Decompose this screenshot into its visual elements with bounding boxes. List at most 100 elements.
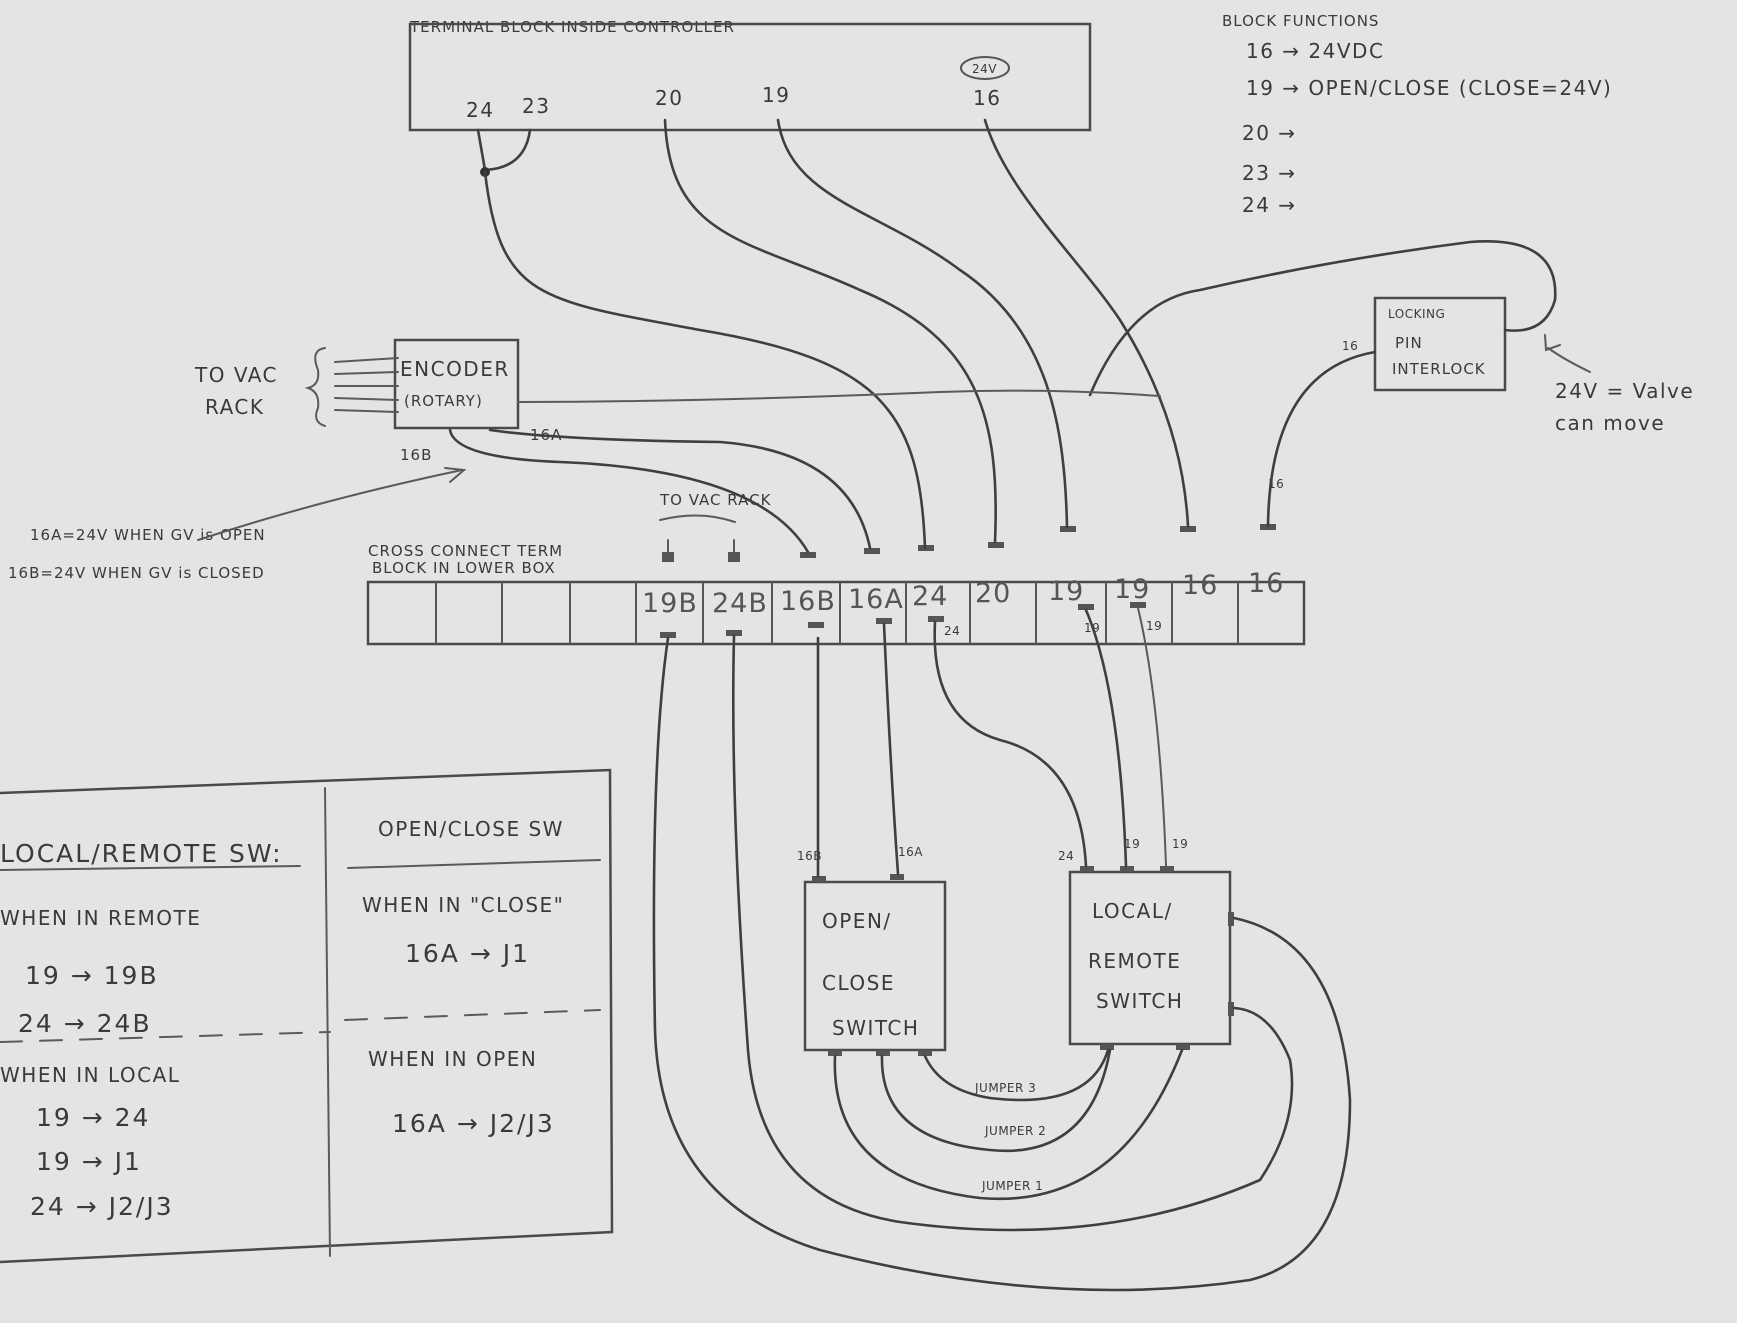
block-functions-note: BLOCK FUNCTIONS 16 → 24VDC 19 → OPEN/CLO…	[1222, 12, 1612, 217]
wire-interlock-loop	[1088, 240, 1557, 397]
wire-19a-to-local-remote	[1084, 608, 1128, 868]
local-remote-switch-outline	[1068, 870, 1232, 1046]
local-remote-switch-label-2: REMOTE	[1088, 949, 1181, 973]
controller-24v-badge-circle	[960, 56, 1010, 80]
gv-state-note: 16A=24V WHEN GV is OPEN 16B=24V WHEN GV …	[8, 467, 467, 582]
encoder-to-vac-rack-line1: TO VAC	[194, 363, 278, 387]
cross-connect-to-vac-rack: TO VAC RACK	[659, 491, 772, 509]
gv-note-line2: 16B=24V WHEN GV is CLOSED	[8, 564, 265, 582]
legend-local-header: WHEN IN LOCAL	[0, 1063, 180, 1087]
cross-connect-bottom-tabs	[660, 602, 1146, 638]
legend-local-line-2: 19 → J1	[36, 1147, 142, 1176]
terminal-tab	[928, 616, 944, 622]
cross-terminal-19b: 19B	[642, 588, 698, 619]
locking-pin-wire-label: 16	[1342, 339, 1358, 353]
switch-terminal	[828, 1050, 842, 1056]
encoder-brace	[304, 347, 326, 427]
wire-encoder-extra	[517, 389, 1161, 403]
encoder: ENCODER (ROTARY) TO VAC RACK 16A 16B	[194, 338, 561, 464]
controller-terminal-20: 20	[655, 86, 683, 110]
controller-block-title: TERMINAL BLOCK INSIDE CONTROLLER	[409, 18, 735, 36]
wire-16a-to-open-close	[882, 622, 900, 876]
terminal-tab	[662, 552, 674, 562]
legend-open-close-title: OPEN/CLOSE SW	[378, 817, 564, 841]
terminal-tab	[1078, 604, 1094, 610]
legend-outline	[0, 768, 614, 1264]
wire-vac-rack-stubs	[667, 539, 735, 553]
gv-note-arrow	[197, 469, 463, 541]
cross-terminal-19-a: 19	[1048, 576, 1084, 607]
wires	[448, 118, 1557, 1292]
jumper-labels: JUMPER 3 JUMPER 2 JUMPER 1	[974, 1081, 1046, 1193]
terminal-tab	[1180, 526, 1196, 532]
wire-interlock-16	[1266, 350, 1377, 528]
terminal-tab	[1130, 602, 1146, 608]
legend-remote-header: WHEN IN REMOTE	[0, 906, 201, 930]
legend-open-header: WHEN IN OPEN	[368, 1047, 537, 1071]
cross-under-label-24: 24	[944, 624, 960, 638]
switch-terminal	[812, 876, 826, 882]
block-function-line-20: 20 →	[1242, 121, 1297, 145]
local-remote-switch-label-1: LOCAL/	[1092, 899, 1173, 923]
legend-title-underline	[0, 865, 301, 871]
legend-open-close-dashed	[344, 1009, 601, 1021]
locking-pin-note-2: can move	[1555, 411, 1665, 435]
cross-terminal-16-b: 16	[1248, 568, 1284, 599]
wire-controller-24	[483, 170, 927, 550]
locking-pin-label-3: INTERLOCK	[1392, 360, 1486, 378]
cross-terminal-24b: 24B	[712, 588, 768, 619]
legend-local-remote-title: LOCAL/REMOTE SW:	[0, 839, 283, 868]
encoder-out-16b: 16B	[400, 446, 432, 464]
locking-pin-outline	[1373, 296, 1507, 392]
cross-connect-title-1: CROSS CONNECT TERM	[368, 542, 563, 560]
locking-pin-note-arrowhead	[1544, 334, 1561, 352]
terminal-tab	[726, 630, 742, 636]
gv-note-line1: 16A=24V WHEN GV is OPEN	[30, 526, 266, 544]
legend-divider	[324, 787, 331, 1257]
terminal-tab	[876, 618, 892, 624]
encoder-outline	[393, 338, 520, 430]
local-remote-in-19-b: 19	[1172, 837, 1188, 851]
cross-connect-cells	[435, 582, 1239, 644]
controller-terminal-block: TERMINAL BLOCK INSIDE CONTROLLER 24V 24 …	[408, 18, 1092, 132]
locking-pin-note-arrow	[1547, 347, 1591, 373]
local-remote-switch-label-3: SWITCH	[1096, 989, 1183, 1013]
cross-connect-top-tabs	[662, 524, 1276, 562]
to-vac-rack-brace	[659, 514, 736, 523]
jumper-2-label: JUMPER 2	[984, 1124, 1046, 1138]
switch-legend: LOCAL/REMOTE SW: WHEN IN REMOTE 19 → 19B…	[0, 768, 614, 1264]
legend-remote-line-1: 19 → 19B	[25, 961, 159, 990]
terminal-tab	[988, 542, 1004, 548]
wire-19b-loop	[652, 636, 1352, 1292]
open-close-switch-label-3: SWITCH	[832, 1016, 919, 1040]
locking-pin-label-1: LOCKING	[1388, 307, 1445, 321]
jumper-1-wire	[833, 1048, 1184, 1201]
switch-terminal	[1228, 1002, 1234, 1016]
switch-terminal	[918, 1050, 932, 1056]
open-close-switch-label-2: CLOSE	[822, 971, 895, 995]
jumper-2-wire	[880, 1048, 1112, 1153]
legend-remote-line-2: 24 → 24B	[18, 1009, 152, 1038]
cross-under-label-19-b: 19	[1146, 619, 1162, 633]
legend-open-close-underline	[347, 859, 601, 869]
wire-24-23-link	[476, 128, 532, 172]
controller-terminal-23: 23	[522, 94, 550, 118]
legend-dashed-separator	[0, 1031, 331, 1043]
wire-encoder-16a	[488, 428, 872, 550]
terminal-tab	[728, 552, 740, 562]
legend-close-line: 16A → J1	[405, 939, 530, 968]
wire-encoder-16b	[448, 428, 810, 554]
encoder-to-vac-rack-line2: RACK	[205, 395, 265, 419]
terminal-tab	[800, 552, 816, 558]
terminal-tab	[808, 622, 824, 628]
switch-terminal	[876, 1050, 890, 1056]
encoder-vac-rack-leads	[334, 357, 399, 413]
block-function-line-19: 19 → OPEN/CLOSE (CLOSE=24V)	[1246, 76, 1612, 100]
controller-terminal-24: 24	[466, 98, 494, 122]
controller-terminal-16: 16	[973, 86, 1001, 110]
cross-terminal-24: 24	[912, 581, 948, 612]
legend-close-header: WHEN IN "CLOSE"	[362, 893, 564, 917]
switch-terminal	[1160, 866, 1174, 872]
encoder-label: ENCODER	[400, 357, 510, 381]
